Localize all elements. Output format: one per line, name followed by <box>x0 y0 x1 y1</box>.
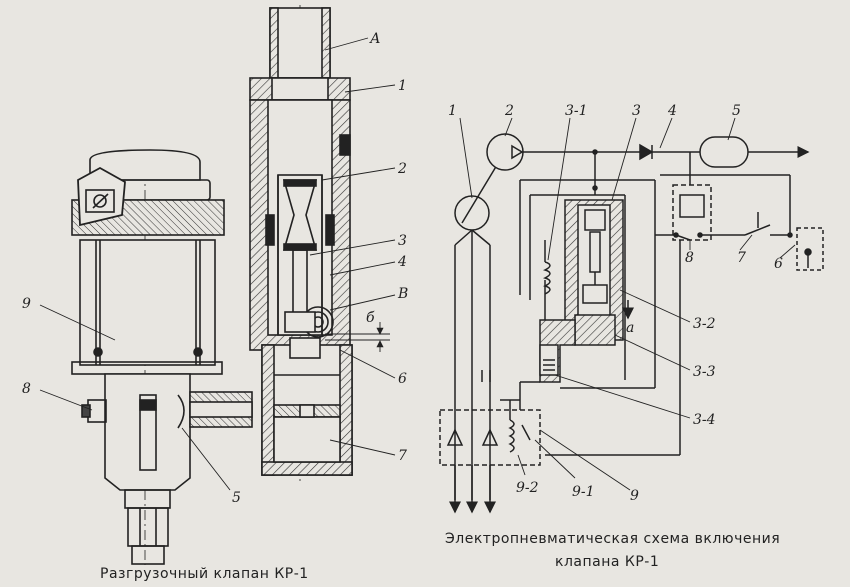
label-7: 7 <box>398 448 407 464</box>
unloader-valve-drawing <box>39 5 396 565</box>
electro-pneumatic-scheme <box>439 117 824 514</box>
scheme-label-7: 7 <box>737 250 746 266</box>
scheme-label-5: 5 <box>732 103 741 119</box>
label-1: 1 <box>398 78 407 94</box>
label-a: А <box>369 31 381 47</box>
label-5: 5 <box>232 490 241 506</box>
scheme-label-6: 6 <box>774 256 783 272</box>
scheme-label-9: 9 <box>630 488 639 504</box>
scheme-label-3-2: 3-2 <box>693 316 716 332</box>
right-caption-line2: клапана КР-1 <box>555 554 659 570</box>
scheme-label-1: 1 <box>448 103 457 119</box>
scheme-label-9-2: 9-2 <box>516 480 539 496</box>
left-caption: Разгрузочный клапан КР-1 <box>100 566 309 582</box>
label-b-upper: В <box>397 286 408 302</box>
scheme-label-3: 3 <box>632 103 641 119</box>
label-3: 3 <box>398 233 407 249</box>
scheme-labels: 1 2 3-1 3 4 5 8 7 6 а 3-2 3-3 3-4 9-2 9-… <box>448 103 783 504</box>
scheme-label-3-3: 3-3 <box>693 364 716 380</box>
label-b-dimension: б <box>366 310 375 326</box>
valve-part-labels: А 1 2 3 4 В б 6 7 9 8 5 <box>22 31 408 506</box>
scheme-label-8: 8 <box>685 250 694 266</box>
scheme-label-a: а <box>626 320 634 336</box>
scheme-label-4: 4 <box>667 103 677 119</box>
scheme-label-2: 2 <box>504 103 514 119</box>
label-8: 8 <box>22 381 31 397</box>
label-6: 6 <box>398 371 407 387</box>
label-2: 2 <box>397 161 407 177</box>
label-9: 9 <box>22 296 31 312</box>
scheme-label-3-1: 3-1 <box>565 103 588 119</box>
scheme-label-3-4: 3-4 <box>693 412 716 428</box>
scheme-label-9-1: 9-1 <box>572 484 595 500</box>
right-caption-line1: Электропневматическая схема включения <box>445 531 780 547</box>
label-4: 4 <box>397 254 407 270</box>
